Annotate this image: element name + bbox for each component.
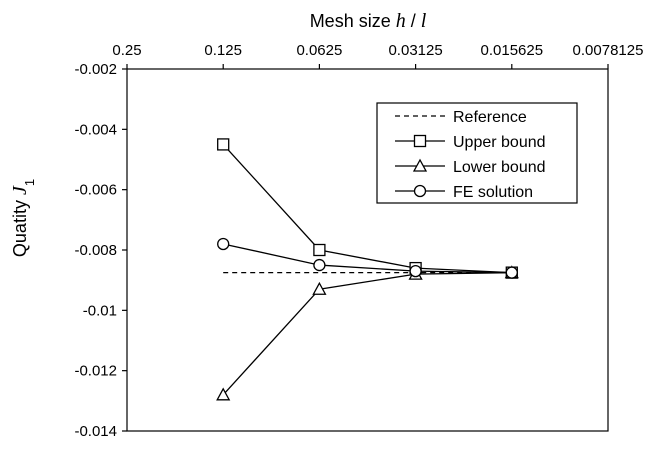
data-point-fe-solution [313, 258, 326, 272]
x-tick-label: 0.0625 [296, 42, 342, 59]
x-tick-label: 0.0078125 [573, 42, 644, 59]
legend-marker-lower-bound [412, 158, 428, 172]
x-tick-label: 0.03125 [388, 42, 442, 59]
x-axis-title: Mesh size h / l [310, 10, 427, 32]
data-point-fe-solution [505, 266, 518, 279]
data-point-upper-bound [217, 138, 230, 151]
data-point-lower-bound [312, 281, 327, 295]
series-line-lower-bound [222, 271, 512, 396]
data-point-upper-bound [313, 243, 326, 257]
x-tick-label: 0.015625 [481, 42, 544, 59]
series-lower-bound [216, 265, 519, 401]
series-fe-solution [217, 237, 518, 279]
y-tick-label: -0.01 [83, 302, 117, 319]
y-tick-label: -0.006 [74, 182, 117, 199]
legend-label-upper-bound: Upper bound [453, 134, 546, 151]
legend-label-lower-bound: Lower bound [453, 159, 546, 176]
legend-marker-upper-bound [413, 134, 427, 148]
series-line-fe-solution [223, 243, 512, 274]
series-layer [216, 138, 519, 401]
y-tick-label: -0.004 [74, 121, 117, 138]
legend-label-fe-solution: FE solution [453, 184, 533, 201]
data-point-fe-solution [409, 264, 422, 278]
y-tick-label: -0.008 [74, 242, 117, 259]
axes: 0.25 0.125 0.0625 0.03125 0.015625 0.0078125 -… [74, 42, 643, 440]
data-point-fe-solution [217, 237, 230, 251]
y-axis-title: Quatity J1 [9, 179, 37, 257]
x-tick-label: 0.25 [112, 42, 141, 59]
y-tick-label: -0.002 [74, 61, 117, 78]
y-tick-label: -0.014 [74, 423, 117, 440]
x-tick-label: 0.125 [204, 42, 242, 59]
legend-box [376, 102, 578, 204]
legend-marker-fe-solution [413, 184, 427, 198]
data-point-lower-bound [216, 387, 231, 401]
series-line-upper-bound [222, 143, 512, 274]
legend-label-reference: Reference [453, 109, 527, 126]
y-tick-label: -0.012 [74, 363, 117, 380]
